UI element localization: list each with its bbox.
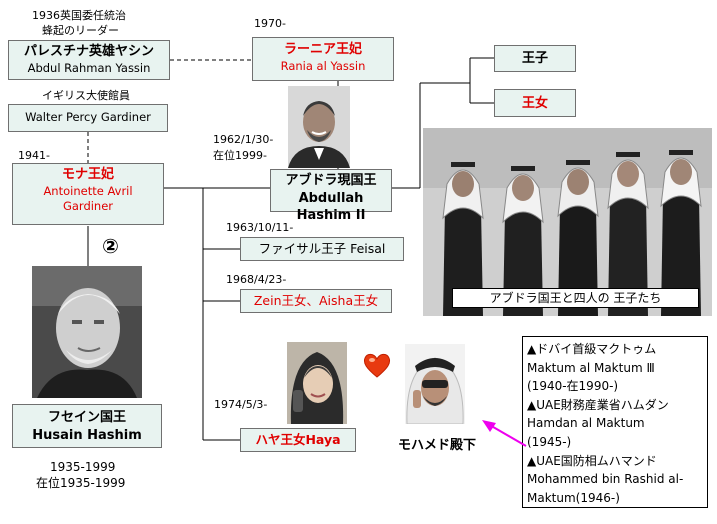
gardiner-note: イギリス大使館員 (42, 89, 130, 102)
abdullah-dates-1: 1962/1/30- (213, 133, 274, 146)
faisal-date: 1963/10/11- (226, 221, 294, 234)
husain-photo (32, 266, 142, 398)
princess-box: 王女 (494, 89, 576, 117)
abdullah-photo (288, 86, 350, 168)
mohammed-caption: モハメド殿下 (398, 438, 477, 453)
heart-icon (362, 350, 392, 380)
abdullah-dates-2: 在位1999- (213, 149, 267, 162)
group-photo (423, 128, 712, 316)
info-line-3: (1940-在1990-) (527, 379, 619, 394)
maktum-info-box: ▲ドバイ首級マクトゥム Maktum al Maktum Ⅲ (1940-在19… (522, 336, 708, 508)
info-line-6: (1945-) (527, 434, 572, 449)
haya-date: 1974/5/3- (214, 398, 268, 411)
mona-box: モナ王妃 Antoinette Avril Gardiner (12, 163, 164, 225)
info-line-4: ▲UAE財務産業省ハムダン (527, 397, 669, 412)
info-line-1: ▲ドバイ首級マクトゥム (527, 342, 657, 356)
prince-box: 王子 (494, 45, 576, 72)
mohammed-photo (405, 344, 465, 424)
zein-date: 1968/4/23- (226, 273, 287, 286)
info-line-7: ▲UAE国防相ムハマンド (527, 453, 657, 468)
faisal-box: ファイサル王子 Feisal (240, 237, 404, 261)
yassin-note-1: 1936英国委任統治 (32, 9, 126, 22)
abdullah-box: アブドラ現国王 Abdullah Hashim II (270, 169, 392, 223)
husain-name-jp: フセイン国王 (47, 410, 126, 425)
haya-box: ハヤ王女Haya (240, 428, 356, 452)
princess-label: 王女 (521, 96, 548, 111)
info-line-9: Maktum(1946-) (527, 490, 620, 505)
mona-name-jp: モナ王妃 (61, 167, 114, 182)
haya-label: ハヤ王女Haya (255, 432, 341, 447)
mona-name-en-1: Antoinette Avril (43, 183, 133, 198)
arrow-icon (482, 420, 527, 447)
yassin-note-2: 蜂起のリーダー (42, 24, 119, 37)
rania-year: 1970- (254, 17, 286, 30)
zein-label: Zein王女、Aisha王女 (253, 293, 379, 308)
gardiner-box: Walter Percy Gardiner (8, 104, 168, 132)
abdullah-name-en: Abdullah Hashim II (296, 190, 366, 224)
rania-name-en: Rania al Yassin (280, 58, 366, 73)
info-line-2: Maktum al Maktum Ⅲ (527, 360, 655, 375)
yassin-name-en: Abdul Rahman Yassin (27, 60, 151, 75)
zein-box: Zein王女、Aisha王女 (240, 289, 392, 313)
rania-name-jp: ラーニア王妃 (283, 42, 362, 57)
info-line-5: Hamdan al Maktum (527, 416, 645, 431)
husain-dates-2: 在位1935-1999 (36, 476, 126, 490)
yassin-name-jp: パレスチナ英雄ヤシン (23, 44, 154, 59)
prince-label: 王子 (521, 51, 548, 66)
faisal-label: ファイサル王子 Feisal (258, 241, 386, 256)
abdullah-name-jp: アブドラ現国王 (285, 173, 377, 188)
info-line-8: Mohammed bin Rashid al- (527, 472, 684, 487)
mona-name-en-2: Gardiner (62, 199, 114, 214)
gardiner-name-en: Walter Percy Gardiner (25, 110, 151, 124)
group-photo-caption: アブドラ国王と四人の 王子たち (452, 288, 699, 308)
husain-dates-1: 1935-1999 (50, 460, 116, 474)
mona-year: 1941- (18, 149, 50, 162)
haya-photo (287, 342, 347, 424)
husain-box: フセイン国王 Husain Hashim (12, 404, 162, 448)
yassin-box: パレスチナ英雄ヤシン Abdul Rahman Yassin (8, 40, 170, 80)
circled-number: ② (102, 234, 119, 258)
rania-box: ラーニア王妃 Rania al Yassin (252, 37, 394, 81)
husain-name-en: Husain Hashim (32, 427, 142, 443)
